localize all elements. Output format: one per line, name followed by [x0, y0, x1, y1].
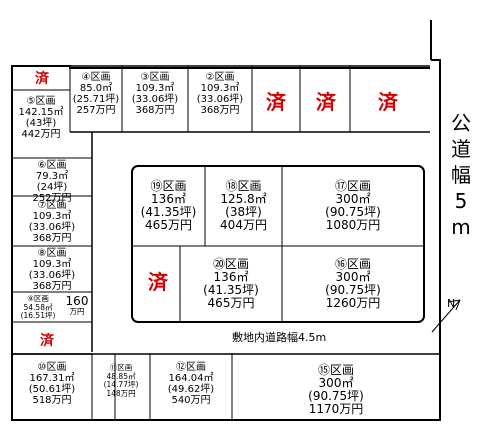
central-block [131, 165, 425, 323]
lot-15[interactable]: ⑮区画 300㎡ (90.75坪) 1170万円 [308, 363, 364, 416]
sold-mark-center-left: 済 [148, 270, 168, 294]
inner-road-label: 敷地内道路幅4.5m [232, 331, 327, 344]
lot-5[interactable]: ⑤区画 142.15㎡ (43坪) 442万円 [18, 96, 64, 140]
north-arrow-icon [431, 299, 461, 333]
lot-18[interactable]: ⑱区画 125.8㎡ (38坪) 404万円 [220, 179, 267, 232]
lot-4[interactable]: ④区画 85.0㎡ (25.71坪) 257万円 [72, 72, 120, 116]
public-road-label: 公 道 幅 5 m [451, 111, 471, 239]
lot-7[interactable]: ⑦区画 109.3㎡ (33.06坪) 368万円 [28, 200, 76, 244]
sold-mark-top-1: 済 [266, 90, 286, 114]
sold-mark-top-3: 済 [378, 90, 398, 114]
lot-20[interactable]: ⑳区画 136㎡ (41.35坪) 465万円 [203, 257, 259, 310]
lot-12[interactable]: ⑫区画 164.04㎡ (49.62坪) 540万円 [167, 362, 215, 406]
sold-mark-corner: 済 [35, 71, 49, 87]
lot-16[interactable]: ⑯区画 300㎡ (90.75坪) 1260万円 [325, 257, 381, 310]
sold-mark-top-2: 済 [316, 90, 336, 114]
north-label: N [447, 297, 456, 310]
lot-2[interactable]: ②区画 109.3㎡ (33.06坪) 368万円 [196, 72, 244, 116]
lot-9[interactable]: ⑨区画 54.58㎡ (16.51坪) 160 万円 [20, 294, 89, 320]
lot-17[interactable]: ⑰区画 300㎡ (90.75坪) 1080万円 [325, 179, 381, 232]
lot-3[interactable]: ③区画 109.3㎡ (33.06坪) 368万円 [131, 72, 179, 116]
lot-19[interactable]: ⑲区画 136㎡ (41.35坪) 465万円 [140, 179, 197, 232]
lot-8[interactable]: ⑧区画 109.3㎡ (33.06坪) 368万円 [28, 248, 76, 292]
sold-mark-left: 済 [40, 333, 54, 349]
lot-6[interactable]: ⑥区画 79.3㎡ (24坪) 252万円 [32, 160, 72, 204]
lot-10[interactable]: ⑩区画 167.31㎡ (50.61坪) 518万円 [28, 362, 76, 406]
lot-11[interactable]: ⑪区画 48.85㎡ (14.77坪) 148万円 [103, 363, 139, 398]
